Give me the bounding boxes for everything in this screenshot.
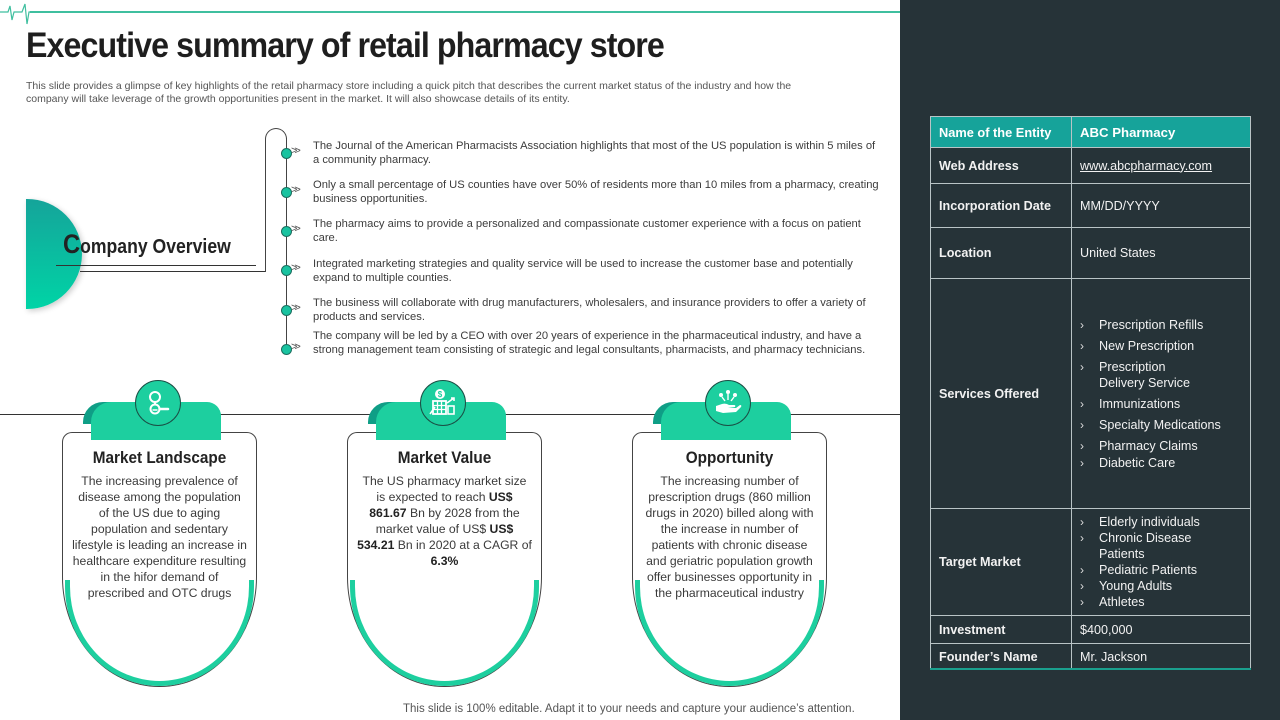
card-arc: [350, 580, 539, 686]
top-divider-line: [30, 11, 900, 13]
table-row: Incorporation Date MM/DD/YYYY: [930, 183, 1251, 228]
overview-point: The company will be led by a CEO with ov…: [313, 330, 866, 356]
list-item: New Prescription: [1080, 338, 1242, 354]
founder-label: Founder’s Name: [930, 643, 1072, 670]
investment-label: Investment: [930, 615, 1072, 644]
web-address-label: Web Address: [930, 147, 1072, 184]
timeline-dot-icon: >>: [281, 223, 311, 238]
dollar-building-growth-icon: $: [420, 380, 466, 426]
target-market-list: Elderly individuals Chronic Disease Pati…: [1080, 514, 1242, 610]
list-item: Young Adults: [1080, 578, 1242, 594]
hand-ideas-icon: [705, 380, 751, 426]
table-row: Founder’s Name Mr. Jackson: [930, 643, 1251, 670]
page-title: Executive summary of retail pharmacy sto…: [26, 26, 665, 65]
list-item: Immunizations: [1080, 396, 1242, 412]
services-label: Services Offered: [930, 278, 1072, 509]
svg-text:$: $: [438, 390, 443, 399]
web-address-link[interactable]: www.abcpharmacy.com: [1080, 158, 1213, 173]
table-row: Web Address www.abcpharmacy.com: [930, 147, 1251, 184]
card-market-landscape: Market Landscape The increasing prevalen…: [62, 380, 257, 690]
card-body: The increasing number of prescription dr…: [645, 474, 814, 600]
timeline-dot-icon: >>: [281, 262, 311, 277]
table-row: Services Offered Prescription Refills Ne…: [930, 278, 1251, 509]
list-item: Pediatric Patients: [1080, 562, 1242, 578]
table-bottom-accent: [930, 668, 1251, 670]
list-item: Prescription Refills: [1080, 317, 1242, 333]
magnifier-location-icon: [135, 380, 181, 426]
list-item: Specialty Medications: [1080, 417, 1242, 433]
founder-value: Mr. Jackson: [1071, 643, 1251, 670]
overview-point: The business will collaborate with drug …: [313, 297, 866, 323]
timeline-dot-icon: >>: [281, 184, 311, 199]
services-list: Prescription Refills New Prescription Pr…: [1080, 317, 1242, 471]
timeline-dot-icon: >>: [281, 145, 311, 160]
slide-main-area: Executive summary of retail pharmacy sto…: [0, 3, 900, 715]
timeline-loop-top: [265, 128, 287, 150]
footer-note: This slide is 100% editable. Adapt it to…: [403, 703, 855, 715]
card-body: The increasing prevalence of disease amo…: [72, 474, 247, 600]
list-item: Prescription Delivery Service: [1080, 359, 1190, 391]
card-body: The US pharmacy market size is expected …: [357, 474, 532, 568]
card-title: Opportunity: [685, 448, 774, 467]
list-item: Diabetic Care: [1080, 455, 1242, 471]
overview-point: Integrated marketing strategies and qual…: [313, 258, 853, 284]
location-value: United States: [1071, 227, 1251, 279]
timeline-line: [286, 138, 287, 352]
card-title: Market Landscape: [92, 448, 227, 467]
entity-details-table: Name of the Entity ABC Pharmacy Web Addr…: [930, 116, 1251, 670]
incorporation-date-value: MM/DD/YYYY: [1071, 183, 1251, 228]
timeline-loop-left: [265, 139, 266, 272]
card-market-value: $ Market Value The US pharmacy market si…: [347, 380, 542, 690]
list-item: Elderly individuals: [1080, 514, 1242, 530]
company-overview-underline: [56, 265, 256, 266]
overview-point: The pharmacy aims to provide a personali…: [313, 218, 861, 244]
entity-name-value: ABC Pharmacy: [1071, 116, 1251, 148]
list-item: Pharmacy Claims: [1080, 438, 1242, 454]
location-label: Location: [930, 227, 1072, 279]
table-row: Target Market Elderly individuals Chroni…: [930, 508, 1251, 616]
list-item: Chronic Disease Patients: [1080, 530, 1200, 562]
page-subtitle: This slide provides a glimpse of key hig…: [26, 80, 792, 105]
table-row: Location United States: [930, 227, 1251, 279]
company-overview-title: Company Overview: [63, 229, 231, 259]
overview-point: Only a small percentage of US counties h…: [313, 179, 879, 205]
incorporation-date-label: Incorporation Date: [930, 183, 1072, 228]
company-overview-connector: [80, 271, 265, 272]
table-row-header: Name of the Entity ABC Pharmacy: [930, 116, 1251, 148]
target-market-label: Target Market: [930, 508, 1072, 616]
investment-value: $400,000: [1071, 615, 1251, 644]
heartbeat-pulse-icon: [0, 3, 40, 25]
entity-name-label: Name of the Entity: [930, 116, 1072, 148]
list-item: Athletes: [1080, 594, 1242, 610]
card-opportunity: Opportunity The increasing number of pre…: [632, 380, 827, 690]
timeline-dot-icon: >>: [281, 341, 311, 356]
timeline-dot-icon: >>: [281, 302, 311, 317]
overview-point: The Journal of the American Pharmacists …: [313, 140, 876, 166]
table-row: Investment $400,000: [930, 615, 1251, 644]
card-title: Market Value: [397, 448, 492, 467]
